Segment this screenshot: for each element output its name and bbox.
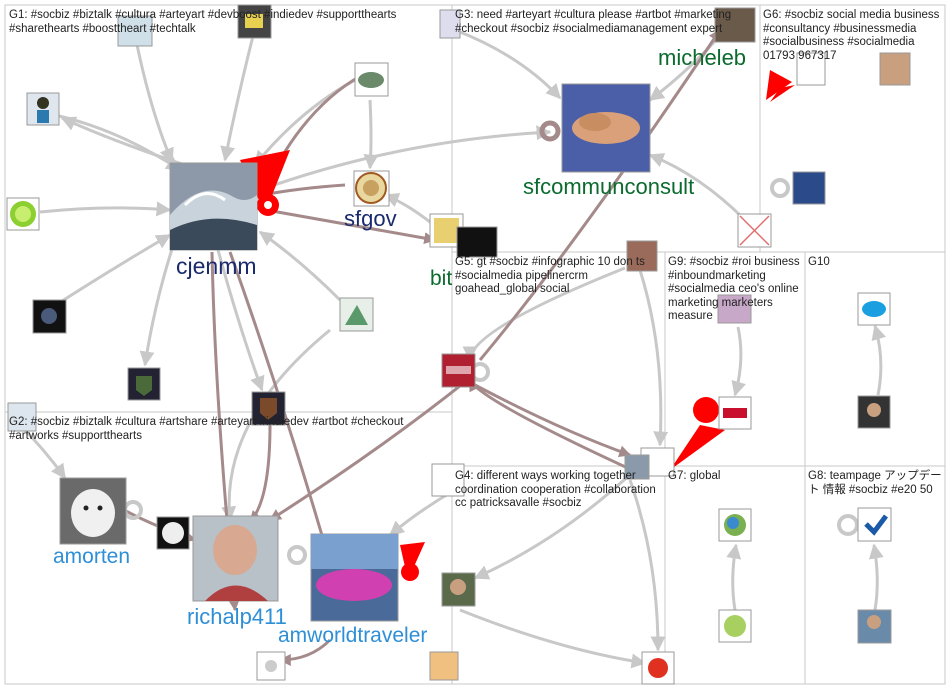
edge bbox=[388, 488, 456, 537]
node-amorten[interactable] bbox=[59, 477, 127, 545]
edge bbox=[473, 468, 637, 580]
edge bbox=[462, 266, 626, 362]
self-loop bbox=[287, 545, 307, 565]
node-label-sfcommunconsult[interactable]: sfcommunconsult bbox=[523, 174, 695, 199]
edge bbox=[259, 125, 552, 192]
edge bbox=[133, 34, 174, 164]
edge bbox=[363, 99, 379, 170]
edge bbox=[258, 230, 342, 302]
node-richalp411[interactable] bbox=[192, 515, 279, 602]
group-label-g7: G7: global bbox=[668, 470, 721, 482]
edge bbox=[474, 383, 632, 458]
node-label-micheleb[interactable]: micheleb bbox=[658, 45, 747, 70]
edge bbox=[638, 269, 669, 447]
edge bbox=[139, 239, 177, 367]
node-amworldtraveler[interactable] bbox=[310, 533, 399, 622]
edge bbox=[221, 328, 331, 522]
edge bbox=[39, 201, 172, 217]
group-label-g1: G1: #socbiz #biztalk #cultura #arteyart … bbox=[9, 9, 397, 35]
red-pin bbox=[670, 425, 725, 470]
node-small[interactable] bbox=[6, 4, 498, 426]
self-loops-brown bbox=[539, 120, 561, 142]
edge bbox=[454, 28, 562, 100]
red-pin bbox=[766, 70, 792, 100]
group-label-g3: G3: need #arteyart #cultura please #artb… bbox=[455, 9, 732, 35]
edge bbox=[726, 543, 742, 611]
group-box-g8 bbox=[804, 465, 946, 685]
edge bbox=[459, 608, 647, 669]
group-box-g7 bbox=[664, 465, 806, 685]
group-label-g8: G8: teampage アップデート 情報 #socbiz #e20 50 bbox=[808, 470, 942, 496]
edge bbox=[268, 376, 471, 522]
node-small[interactable] bbox=[717, 292, 891, 430]
red-pin-head bbox=[693, 397, 719, 423]
node-small[interactable] bbox=[431, 447, 892, 685]
edge bbox=[216, 249, 265, 392]
group-label-g6: G6: #socbiz social media business #consu… bbox=[763, 9, 940, 62]
edge bbox=[47, 233, 172, 312]
node-sfgov[interactable] bbox=[353, 170, 390, 207]
node-sfcommunconsult[interactable] bbox=[561, 83, 651, 173]
group-label-g9: G9: #socbiz #roi business #inboundmarket… bbox=[668, 256, 800, 322]
group-box-g10 bbox=[804, 251, 946, 467]
node-small[interactable] bbox=[7, 402, 459, 681]
red-pin-head bbox=[401, 563, 419, 581]
group-label-g4: G4: different ways working together coor… bbox=[455, 470, 656, 509]
group-label-g5: G5: gt #socbiz #infographic 10 don ts #s… bbox=[455, 256, 645, 295]
node-label-amworldtraveler[interactable]: amworldtraveler bbox=[278, 624, 428, 647]
node-g5-hub[interactable] bbox=[441, 240, 658, 388]
node-label-bitrix[interactable]: bit bbox=[430, 267, 453, 290]
edge bbox=[628, 479, 666, 652]
node-label-sfgov[interactable]: sfgov bbox=[344, 206, 397, 231]
edge bbox=[868, 543, 884, 611]
node-small[interactable] bbox=[714, 7, 911, 248]
self-loop bbox=[837, 514, 859, 536]
self-loop bbox=[539, 120, 561, 142]
group-label-g10: G10 bbox=[808, 256, 830, 268]
edge bbox=[254, 206, 437, 245]
edge bbox=[220, 27, 257, 162]
self-loop bbox=[770, 178, 790, 198]
edge bbox=[648, 153, 747, 222]
node-cjenmm[interactable] bbox=[169, 162, 258, 251]
edge bbox=[60, 116, 186, 167]
node-label-amorten[interactable]: amorten bbox=[53, 545, 131, 568]
nodes bbox=[6, 4, 911, 685]
red-pin bbox=[770, 85, 795, 102]
group-label-g2: G2: #socbiz #biztalk #cultura #artshare … bbox=[9, 416, 404, 442]
node-label-cjenmm[interactable]: cjenmm bbox=[176, 253, 257, 279]
edge bbox=[478, 29, 722, 361]
edge bbox=[871, 324, 887, 396]
edges-gray bbox=[18, 27, 887, 669]
edge bbox=[731, 326, 746, 397]
node-label-richalp411[interactable]: richalp411 bbox=[187, 604, 287, 629]
